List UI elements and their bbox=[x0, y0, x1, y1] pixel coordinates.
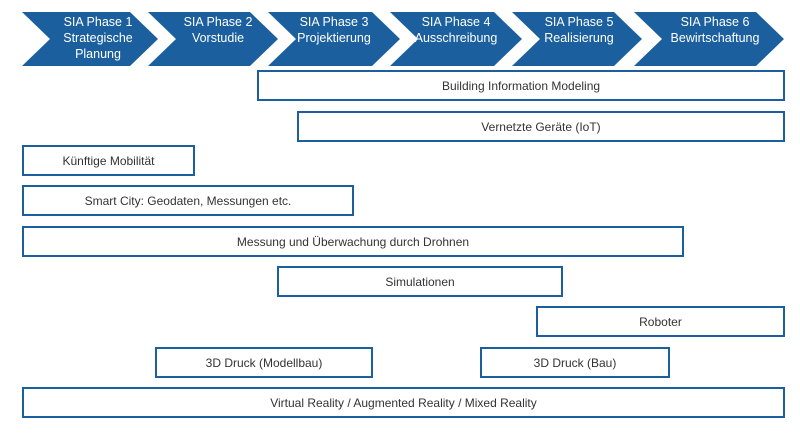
bim-bar: Building Information Modeling bbox=[257, 70, 785, 101]
phase-1-chevron bbox=[22, 12, 158, 66]
mobility-bar: Künftige Mobilität bbox=[22, 145, 195, 176]
phase-2-name: Vorstudie bbox=[191, 31, 245, 45]
drones-bar: Messung und Überwachung durch Drohnen bbox=[22, 226, 684, 257]
phase-1-label: SIA Phase 1 Strategische Planung bbox=[48, 14, 148, 64]
phase-6-chevron bbox=[634, 12, 784, 66]
phase-3-name: Projektierung bbox=[297, 31, 371, 45]
phase-4-label: SIA Phase 4 Ausschreibung bbox=[406, 14, 506, 64]
phase-5-label: SIA Phase 5 Realisierung bbox=[529, 14, 629, 64]
phase-2-label: SIA Phase 2 Vorstudie bbox=[168, 14, 268, 64]
phase-1-title: SIA Phase 1 bbox=[63, 15, 133, 29]
phase-6-name: Bewirtschaftung bbox=[670, 31, 760, 45]
phase-6-label: SIA Phase 6 Bewirtschaftung bbox=[660, 14, 770, 64]
phase-1-name-line1: Strategische bbox=[63, 31, 133, 45]
vr-ar-mr-bar: Virtual Reality / Augmented Reality / Mi… bbox=[22, 387, 785, 418]
phase-3-chevron bbox=[268, 12, 400, 66]
simulations-bar: Simulationen bbox=[277, 266, 563, 297]
phase-3-title: SIA Phase 3 bbox=[299, 15, 369, 29]
phase-1-name-line2: Planung bbox=[75, 47, 121, 61]
phase-5-name: Realisierung bbox=[544, 31, 614, 45]
phase-4-name: Ausschreibung bbox=[414, 31, 498, 45]
3d-print-construction-bar: 3D Druck (Bau) bbox=[480, 347, 670, 378]
phase-4-chevron bbox=[390, 12, 522, 66]
sia-phase-chevron-row: SIA Phase 1 Strategische Planung SIA Pha… bbox=[0, 0, 800, 70]
phase-5-chevron bbox=[512, 12, 642, 66]
phase-6-title: SIA Phase 6 bbox=[680, 15, 750, 29]
phase-5-title: SIA Phase 5 bbox=[544, 15, 614, 29]
smart-city-bar: Smart City: Geodaten, Messungen etc. bbox=[22, 185, 354, 216]
phase-2-chevron bbox=[148, 12, 278, 66]
phase-4-title: SIA Phase 4 bbox=[421, 15, 491, 29]
chevron-shapes bbox=[22, 12, 784, 66]
iot-bar: Vernetzte Geräte (IoT) bbox=[297, 111, 785, 142]
robots-bar: Roboter bbox=[536, 306, 785, 337]
phase-3-label: SIA Phase 3 Projektierung bbox=[284, 14, 384, 64]
3d-print-model-bar: 3D Druck (Modellbau) bbox=[155, 347, 373, 378]
phase-2-title: SIA Phase 2 bbox=[183, 15, 253, 29]
